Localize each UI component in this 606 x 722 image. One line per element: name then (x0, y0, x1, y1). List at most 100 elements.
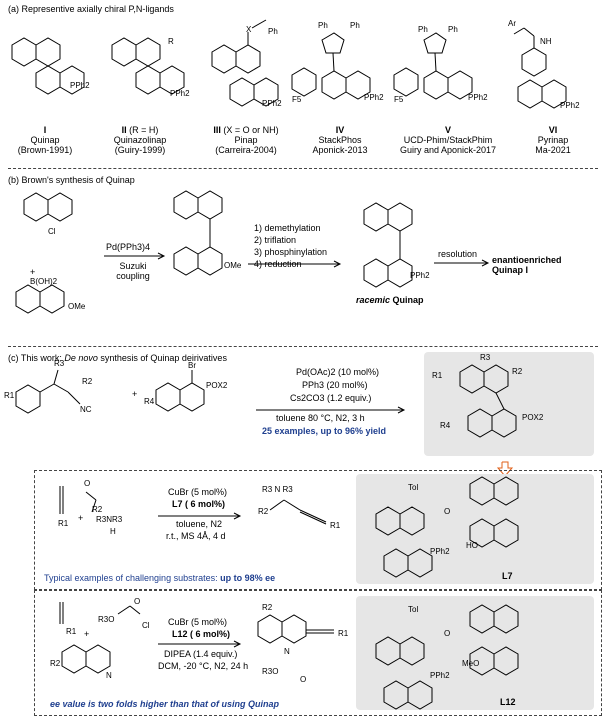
rxn1-o: O (84, 479, 91, 488)
l12-tol: Tol (408, 605, 419, 614)
rxn1-condition-3: toluene, N2 (176, 519, 223, 529)
rxn1-product-r3: R3 N R3 (262, 485, 293, 495)
product-r3: R3 (480, 353, 491, 362)
section-b-title: (b) Brown's synthesis of Quinap (8, 175, 135, 185)
l12-meo: MeO (462, 659, 480, 668)
product-r2: R2 (512, 367, 523, 376)
ligand-v-id: V (444, 125, 451, 135)
rxn1-n: N (106, 515, 113, 524)
ligand-vi-pph2: PPh2 (560, 101, 580, 110)
ligand-ii-pph2: PPh2 (170, 89, 190, 98)
ligand-iii-note: (X = O or NH) (223, 125, 279, 135)
ligand-vi-caption: VI Pyrinap Ma-2021 (518, 125, 588, 156)
ligand-l7-box (356, 474, 594, 584)
ligand-iii-ref: (Carreira-2004) (215, 144, 277, 155)
rxn2-prod-o: O (272, 667, 279, 676)
ligand-vi-nh: NH (540, 37, 552, 46)
divider-a-b (8, 168, 598, 169)
brown-step-3: 3) phosphinylation (254, 247, 328, 257)
rxn1-product-r2: R2 (258, 507, 269, 516)
main-pox2: POX2 (206, 381, 228, 390)
rxn1-r2-reagent: R2 (92, 505, 103, 514)
rxn1-condition-1: CuBr (5 mol%) (168, 487, 228, 497)
rxn2-r2: R2 (50, 659, 61, 668)
section-c-title-suffix: synthesis of Quinap deirivatives (97, 353, 227, 363)
rxn2-r3: R3 (98, 615, 109, 624)
rxn1-note-value: up to 98% ee (220, 573, 276, 583)
rxn1-h: H (110, 527, 116, 536)
main-r2: R2 (82, 377, 93, 386)
rxn2-condition-2: L12 ( 6 mol%) (172, 629, 231, 639)
rxn2-cl: Cl (142, 621, 150, 630)
section-c-title-prefix: (c) This work: (8, 353, 65, 363)
ligand-v-name: UCD-Phim/StackPhim (403, 134, 493, 145)
brown-product-line1: enantioenriched (492, 255, 562, 265)
l7-pph2: PPh2 (430, 547, 450, 556)
rxn2-plus: + (84, 629, 90, 639)
rxn1-note: Typical examples of challenging substrat… (44, 573, 276, 584)
product-box-main (424, 352, 594, 456)
ligand-iii-caption: III (X = O or NH) Pinap (Carreira-2004) (196, 125, 296, 156)
rxn1-prod-r3-b: R3 (282, 485, 293, 494)
ligand-iii-pph2: PPh2 (262, 99, 282, 108)
brown-synthesis-structures (15, 190, 490, 314)
ligand-iii-ph: Ph (268, 27, 278, 36)
reaction-1-structures (59, 476, 519, 578)
rxn2-r1: R1 (66, 627, 77, 636)
rxn1-r1-reagent: R1 (58, 519, 69, 528)
rxn2-product-r3o: R3O (262, 667, 279, 677)
ligand-iv-ph1: Ph (318, 21, 328, 30)
ligand-ii-note: (R = H) (129, 125, 159, 135)
brown-plus: + (30, 267, 36, 277)
ligand-v-ph1: Ph (418, 25, 428, 34)
l7-ho: HO (466, 541, 478, 550)
brown-racemic-prefix: racemic (356, 295, 391, 305)
ligand-ii-caption: II (R = H) Quinazolinap (Guiry-1999) (100, 125, 180, 156)
rxn1-r3-b: R3 (112, 515, 123, 524)
brown-catalyst: Pd(PPh3)4 (106, 242, 151, 252)
rxn1-condition-2: L7 ( 6 mol%) (172, 499, 226, 509)
ligand-i-pph2: PPh2 (70, 81, 90, 90)
ligand-v-ph2: Ph (448, 25, 458, 34)
main-condition-2: PPh3 (20 mol%) (302, 380, 368, 390)
brown-product: enantioenriched Quinap I (492, 255, 562, 276)
product-r4: R4 (440, 421, 451, 430)
rxn2-prod-r3: R3 (262, 667, 273, 676)
rxn2-o-top: O (134, 597, 141, 606)
ligand-vi-ar: Ar (508, 19, 516, 28)
ligand-iv-ref: Aponick-2013 (312, 144, 368, 155)
ligand-ii-name: Quinazolinap (113, 134, 167, 145)
rxn2-product-r1: R1 (338, 629, 349, 638)
ligand-iv-id: IV (335, 125, 345, 135)
main-nc: NC (80, 405, 92, 414)
brown-ome-product: OMe (224, 261, 242, 270)
brown-product-line2: Quinap I (492, 264, 528, 275)
ligand-iv-ph2: Ph (350, 21, 360, 30)
main-r4: R4 (144, 397, 155, 406)
main-condition-3: Cs2CO3 (1.2 equiv.) (290, 393, 372, 403)
rxn2-product-n: N (284, 647, 290, 656)
l12-pph2: PPh2 (430, 671, 450, 680)
rxn2-condition-3: DIPEA (1.4 equiv.) (164, 649, 238, 659)
ligand-iv-f5: F5 (292, 95, 302, 104)
ligand-i-name: Quinap (30, 134, 60, 145)
brown-racemic-name: Quinap (392, 295, 424, 305)
main-condition-4: toluene 80 °C, N2, 3 h (276, 413, 365, 423)
brown-boh2: B(OH)2 (30, 277, 58, 286)
ligand-l12-box (356, 596, 594, 710)
main-br: Br (188, 361, 196, 370)
rxn1-product-r1: R1 (330, 521, 341, 530)
l7-o: O (444, 507, 451, 516)
rxn2-note: ee value is two folds higher than that o… (50, 699, 280, 709)
rxn2-condition-1: CuBr (5 mol%) (168, 617, 228, 627)
main-condition-1: Pd(OAc)2 (10 mol%) (296, 367, 380, 377)
main-yield: 25 examples, up to 96% yield (262, 426, 387, 436)
ligand-i-ref: (Brown-1991) (17, 144, 73, 155)
rxn2-r3o: R3O (98, 615, 114, 625)
rxn2-n: N (106, 671, 112, 680)
brown-step-2: 2) triflation (254, 235, 297, 245)
section-c-title-em: De novo (64, 353, 98, 363)
brown-cl: Cl (48, 227, 56, 236)
rxn1-plus: + (78, 513, 84, 523)
rxn1-r3-a: R3 (96, 515, 107, 524)
